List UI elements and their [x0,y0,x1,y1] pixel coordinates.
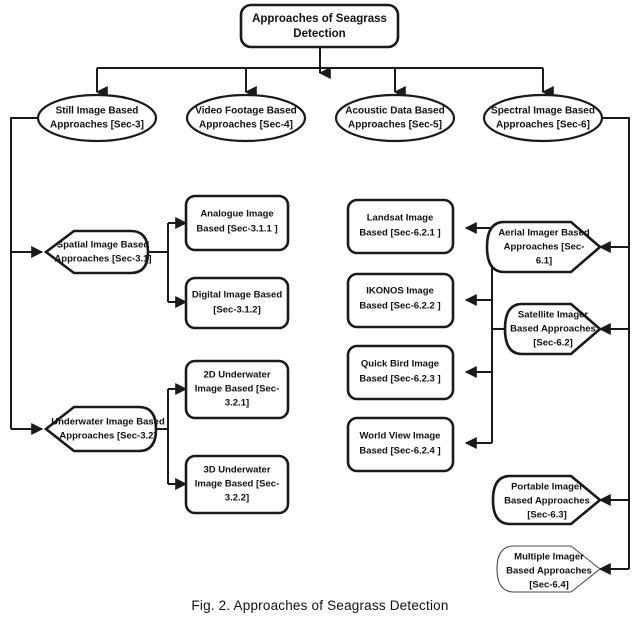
node-spatial-image[interactable]: Spatial Image Based Approaches [Sec-3.1] [43,229,152,275]
node-still-image-line-2: Approaches [Sec-3] [50,120,144,131]
node-still-image[interactable]: Still Image Based Approaches [Sec-3] [36,93,158,143]
node-spectral-image-line-1: Spectral Image Based [491,106,595,117]
flowchart-diagram: Approaches of Seagrass Detection Still I… [10,3,630,593]
node-spectral-image-line-2: Approaches [Sec-6] [496,120,590,131]
node-root[interactable]: Approaches of Seagrass Detection [239,3,400,49]
node-multiple-imager-shape [496,545,601,593]
node-3d-underwater-line-2: Image Based [Sec- [195,479,279,490]
connector-group-underwater-branch [156,383,188,490]
node-analogue-image-line-1: Analogue Image [200,209,273,220]
node-quickbird-image-line-1: Quick Bird Image [361,359,439,370]
node-3d-underwater-line-3: 3.2.2] [225,493,249,504]
node-landsat-image[interactable]: Landsat Image Based [Sec-6.2.1 ] [346,198,455,255]
node-worldview-image-shape [346,416,455,473]
node-underwater-image[interactable]: Underwater Image Based Approaches [Sec-3… [43,405,165,453]
node-multiple-imager-line-3: [Sec-6.4] [529,580,569,591]
node-satellite-imager-line-1: Satellite Imager [518,310,589,321]
node-quickbird-image-line-2: Based [Sec-6.2.3 ] [359,374,440,385]
node-2d-underwater[interactable]: 2D Underwater Image Based [Sec- 3.2.1] [184,359,290,420]
connector-group-spectral-branch [594,117,630,575]
node-2d-underwater-shape [184,359,290,420]
node-digital-image-shape [184,276,290,330]
node-ikonos-image-shape [346,272,455,329]
node-aerial-imager-line-2: Approaches [Sec- [504,242,585,253]
node-acoustic-data-shape [334,93,456,143]
node-portable-imager-shape [491,474,603,526]
node-underwater-image-line-1: Underwater Image Based [51,417,165,428]
node-root-shape [239,3,400,49]
node-acoustic-data[interactable]: Acoustic Data Based Approaches [Sec-5] [334,93,456,143]
node-video-footage[interactable]: Video Footage Based Approaches [Sec-4] [185,93,307,143]
node-landsat-image-shape [346,198,455,255]
connector-group-spatial-branch [148,217,188,308]
node-video-footage-shape [185,93,307,143]
node-landsat-image-line-2: Based [Sec-6.2.1 ] [359,228,440,239]
node-ikonos-image-line-2: Based [Sec-6.2.2 ] [359,301,440,312]
node-digital-image[interactable]: Digital Image Based [Sec-3.1.2] [184,276,290,330]
node-still-image-line-1: Still Image Based [56,106,139,117]
node-spectral-image-shape [482,93,604,143]
node-video-footage-line-2: Approaches [Sec-4] [199,120,293,131]
node-spatial-image-line-2: Approaches [Sec-3.1] [54,254,151,265]
connector-group-root-to-level1 [95,47,554,98]
node-quickbird-image[interactable]: Quick Bird Image Based [Sec-6.2.3 ] [346,344,455,401]
node-quickbird-image-shape [346,344,455,401]
node-ikonos-image[interactable]: IKONOS Image Based [Sec-6.2.2 ] [346,272,455,329]
node-satellite-imager[interactable]: Satellite Imager Based Approaches [Sec-6… [503,302,602,356]
figure-caption: Fig. 2. Approaches of Seagrass Detection [191,598,449,613]
node-satellite-imager-shape [503,302,602,356]
node-analogue-image-shape [184,194,290,252]
node-root-line-2: Detection [293,28,345,40]
node-2d-underwater-line-3: 3.2.1] [225,398,249,409]
node-digital-image-line-2: [Sec-3.1.2] [213,305,261,316]
node-aerial-imager[interactable]: Aerial Imager Based Approaches [Sec- 6.1… [485,220,602,274]
node-worldview-image[interactable]: World View Image Based [Sec-6.2.4 ] [346,416,455,473]
node-3d-underwater[interactable]: 3D Underwater Image Based [Sec- 3.2.2] [184,454,290,515]
node-worldview-image-line-2: Based [Sec-6.2.4 ] [359,446,440,457]
connector-spectral-trunk [594,117,630,569]
node-aerial-imager-shape [485,220,602,274]
node-multiple-imager-line-2: Based Approaches [506,566,592,577]
node-portable-imager[interactable]: Portable Imager Based Approaches [Sec-6.… [491,474,603,526]
node-portable-imager-line-2: Based Approaches [504,496,590,507]
node-portable-imager-line-3: [Sec-6.3] [527,510,567,521]
node-analogue-image[interactable]: Analogue Image Based [Sec-3.1.1 ] [184,194,290,252]
node-3d-underwater-line-1: 3D Underwater [203,465,270,476]
node-multiple-imager[interactable]: Multiple Imager Based Approaches [Sec-6.… [496,545,601,593]
node-worldview-image-line-1: World View Image [360,431,441,442]
node-satellite-imager-line-3: [Sec-6.2] [533,338,573,349]
node-multiple-imager-line-1: Multiple Imager [514,552,584,563]
node-root-line-1: Approaches of Seagrass [252,13,387,25]
node-aerial-imager-line-3: 6.1] [536,256,552,267]
node-video-footage-line-1: Video Footage Based [195,106,297,117]
node-2d-underwater-line-2: Image Based [Sec- [195,384,279,395]
node-digital-image-line-1: Digital Image Based [192,290,282,301]
node-ikonos-image-line-1: IKONOS Image [366,286,434,297]
node-portable-imager-line-1: Portable Imager [511,482,583,493]
node-acoustic-data-line-1: Acoustic Data Based [345,106,444,117]
node-3d-underwater-shape [184,454,290,515]
node-landsat-image-line-1: Landsat Image [367,213,434,224]
node-underwater-image-line-2: Approaches [Sec-3.2] [59,431,156,442]
node-acoustic-data-line-2: Approaches [Sec-5] [348,120,442,131]
node-underwater-image-shape [43,405,158,453]
node-spatial-image-shape [43,229,150,275]
node-analogue-image-line-2: Based [Sec-3.1.1 ] [196,224,277,235]
node-spatial-image-line-1: Spatial Image Based [57,240,150,251]
node-spectral-image[interactable]: Spectral Image Based Approaches [Sec-6] [482,93,604,143]
node-satellite-imager-line-2: Based Approaches [510,324,596,335]
node-aerial-imager-line-1: Aerial Imager Based [498,228,590,239]
node-still-image-shape [36,93,158,143]
node-2d-underwater-line-1: 2D Underwater [203,370,270,381]
